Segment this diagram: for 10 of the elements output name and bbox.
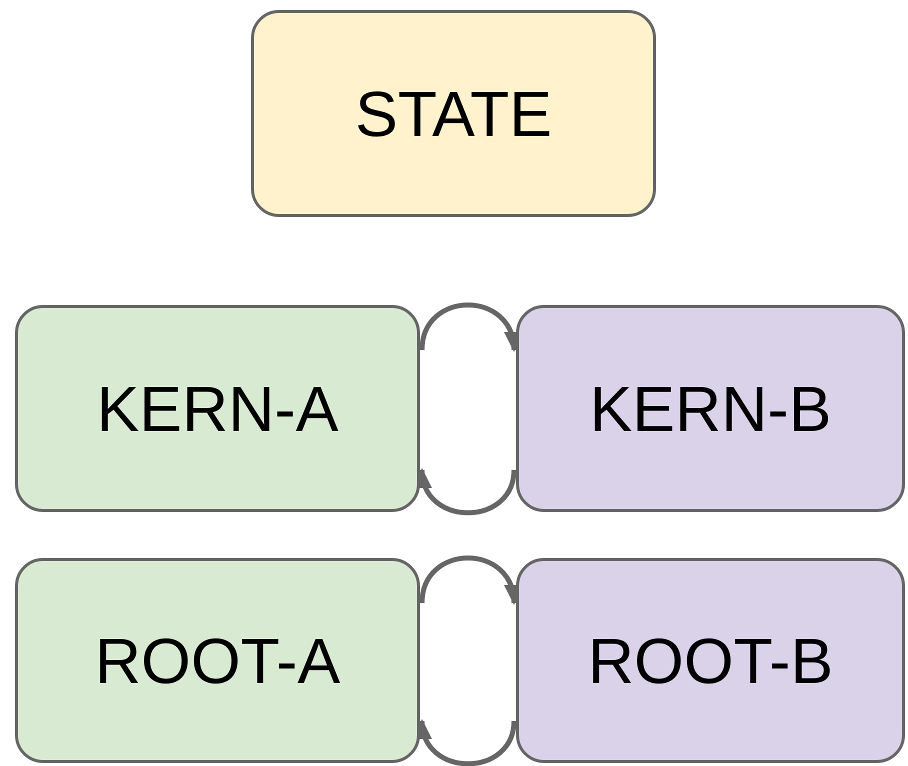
rounded-box bbox=[251, 10, 656, 217]
box-label: STATE bbox=[355, 82, 552, 146]
box-label: KERN-A bbox=[96, 376, 338, 440]
box-label: KERN-B bbox=[590, 376, 832, 440]
box-label: ROOT-B bbox=[588, 628, 834, 692]
box-label: ROOT-A bbox=[94, 628, 340, 692]
rounded-box bbox=[516, 558, 905, 763]
rounded-box bbox=[15, 558, 420, 763]
rounded-box bbox=[516, 305, 905, 512]
rounded-box bbox=[15, 305, 420, 512]
